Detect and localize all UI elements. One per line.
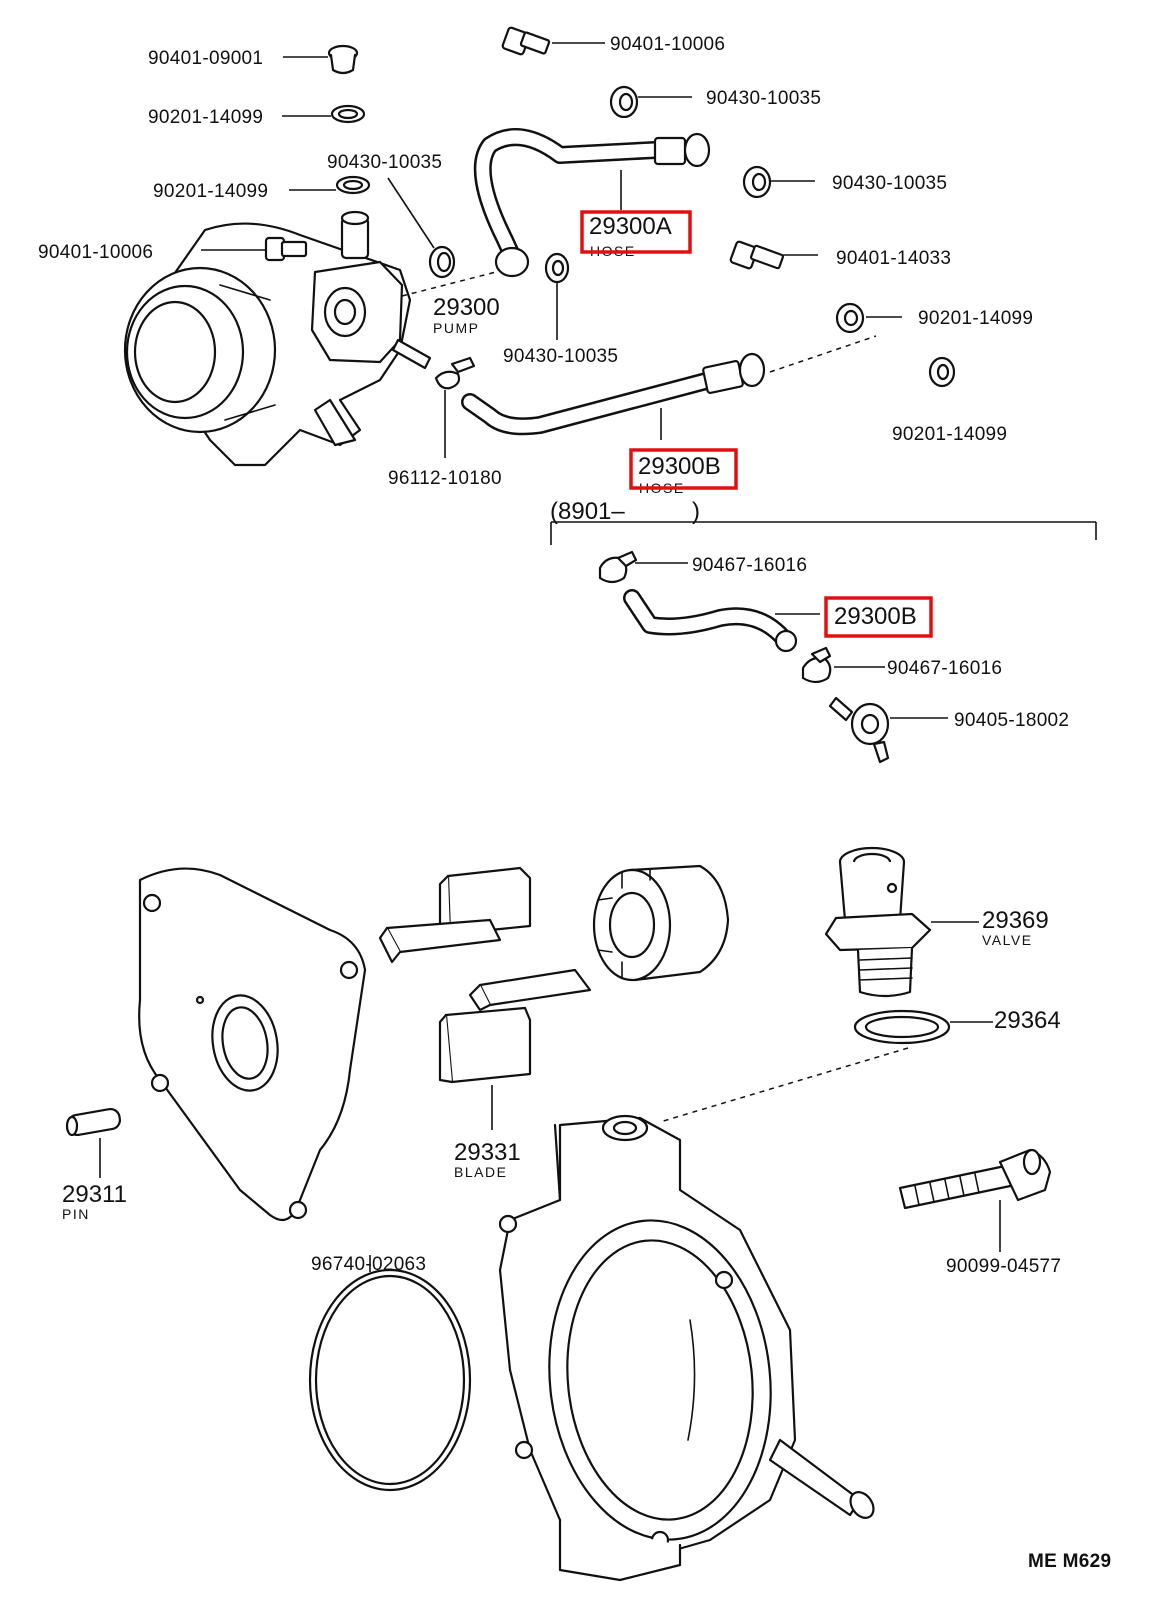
clip-96112-10180 bbox=[434, 356, 476, 390]
rotor bbox=[592, 864, 730, 982]
pump-assembly bbox=[123, 210, 432, 467]
union-bolt-90401-10006-left bbox=[264, 236, 308, 262]
label-pump-name: PUMP bbox=[433, 320, 479, 336]
label-blade-number: 29331 bbox=[454, 1139, 521, 1166]
gasket-90201-14099-mid bbox=[335, 175, 371, 195]
label-90430-10035-top: 90430-10035 bbox=[706, 88, 821, 109]
union-bolt-90401-10006-top bbox=[501, 26, 551, 56]
label-90405-18002: 90405-18002 bbox=[954, 710, 1069, 731]
label-pin-number: 29311 bbox=[62, 1181, 127, 1208]
oring-96740-02063 bbox=[308, 1268, 472, 1492]
cap-bolt-90401-09001 bbox=[327, 44, 359, 75]
hose-29300b bbox=[461, 352, 766, 436]
washer-90430-10035-right bbox=[742, 165, 772, 199]
highlight-hose-b2 bbox=[824, 596, 933, 638]
washer-90430-10035-center bbox=[544, 252, 570, 284]
label-90401-14033: 90401-14033 bbox=[836, 248, 951, 269]
clamp-90467-16016-2 bbox=[801, 646, 832, 684]
label-hose-b2-number: 29300B bbox=[834, 603, 917, 630]
washer-90430-10035-mid bbox=[428, 245, 456, 279]
label-90099-04577: 90099-04577 bbox=[946, 1256, 1061, 1277]
washer-90430-10035-top bbox=[609, 85, 639, 119]
pin-29311 bbox=[65, 1107, 122, 1137]
label-blade-name: BLADE bbox=[454, 1164, 507, 1180]
end-plate bbox=[138, 867, 367, 1222]
label-90401-10006-top: 90401-10006 bbox=[610, 34, 725, 55]
label-pin-name: PIN bbox=[62, 1206, 90, 1222]
label-90201-14099-right-2: 90201-14099 bbox=[892, 424, 1007, 445]
gasket-90201-14099-right-1 bbox=[835, 302, 865, 334]
gasket-29364 bbox=[853, 1009, 951, 1045]
bolt-90099-04577 bbox=[898, 1148, 1052, 1210]
label-90467-16016-1: 90467-16016 bbox=[692, 555, 807, 576]
label-90430-10035-right: 90430-10035 bbox=[832, 173, 947, 194]
label-90467-16016-2: 90467-16016 bbox=[887, 658, 1002, 679]
label-90401-09001: 90401-09001 bbox=[148, 48, 263, 69]
label-hose-b-number: 29300B bbox=[638, 453, 721, 480]
hose-29300a bbox=[473, 128, 711, 278]
gasket-90201-14099-top bbox=[330, 104, 366, 124]
pump-housing bbox=[498, 1114, 875, 1582]
highlight-hose-b bbox=[629, 448, 738, 490]
label-90201-14099-right-1: 90201-14099 bbox=[918, 308, 1033, 329]
label-valve-number: 29369 bbox=[982, 907, 1049, 934]
label-90201-14099-mid: 90201-14099 bbox=[153, 181, 268, 202]
valve-29369 bbox=[824, 846, 932, 998]
union-bolt-90401-14033 bbox=[729, 240, 785, 270]
label-range-open: (8901– bbox=[550, 498, 625, 525]
label-90430-10035-mid: 90430-10035 bbox=[327, 152, 442, 173]
label-pump-number: 29300 bbox=[433, 294, 500, 321]
label-29364: 29364 bbox=[994, 1007, 1061, 1034]
highlight-hose-a bbox=[580, 210, 692, 254]
label-hose-a-number: 29300A bbox=[589, 213, 672, 240]
gasket-90201-14099-right-2 bbox=[928, 356, 956, 388]
hose-29300b-lower bbox=[623, 589, 798, 653]
label-valve-name: VALVE bbox=[982, 932, 1033, 948]
blades-29331 bbox=[378, 866, 592, 1084]
footer-code: ME M629 bbox=[1028, 1551, 1111, 1572]
label-90430-10035-center: 90430-10035 bbox=[503, 346, 618, 367]
label-96112-10180: 96112-10180 bbox=[388, 468, 502, 489]
union-90405-18002 bbox=[828, 696, 890, 764]
label-96740-02063: 96740-02063 bbox=[311, 1254, 426, 1275]
label-90401-10006-left: 90401-10006 bbox=[38, 242, 153, 263]
clamp-90467-16016-1 bbox=[598, 550, 638, 584]
label-range-close: ) bbox=[692, 498, 700, 525]
range-bracket bbox=[550, 521, 1097, 545]
label-90201-14099-top: 90201-14099 bbox=[148, 107, 263, 128]
